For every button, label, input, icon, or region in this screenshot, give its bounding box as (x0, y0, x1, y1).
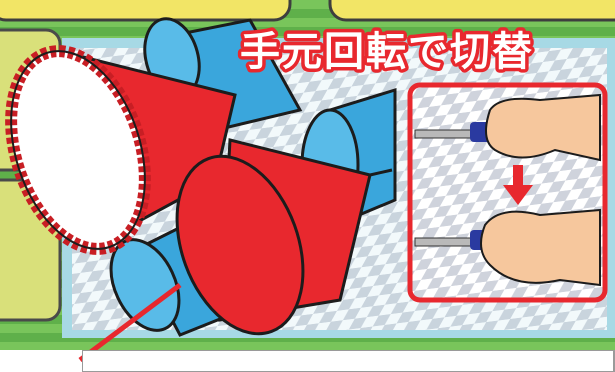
hand-icon (480, 208, 601, 287)
hand-icon (485, 93, 601, 162)
switch-label: 手元回転で切替 (240, 29, 534, 75)
top-banner (0, 0, 615, 22)
cone-nozzle-icon (175, 138, 393, 336)
caption-box (82, 350, 615, 372)
switch-inset (407, 82, 608, 303)
down-arrow-icon (503, 165, 533, 205)
brush-nozzle-icon (5, 45, 237, 255)
pointer-line-icon (78, 283, 182, 362)
